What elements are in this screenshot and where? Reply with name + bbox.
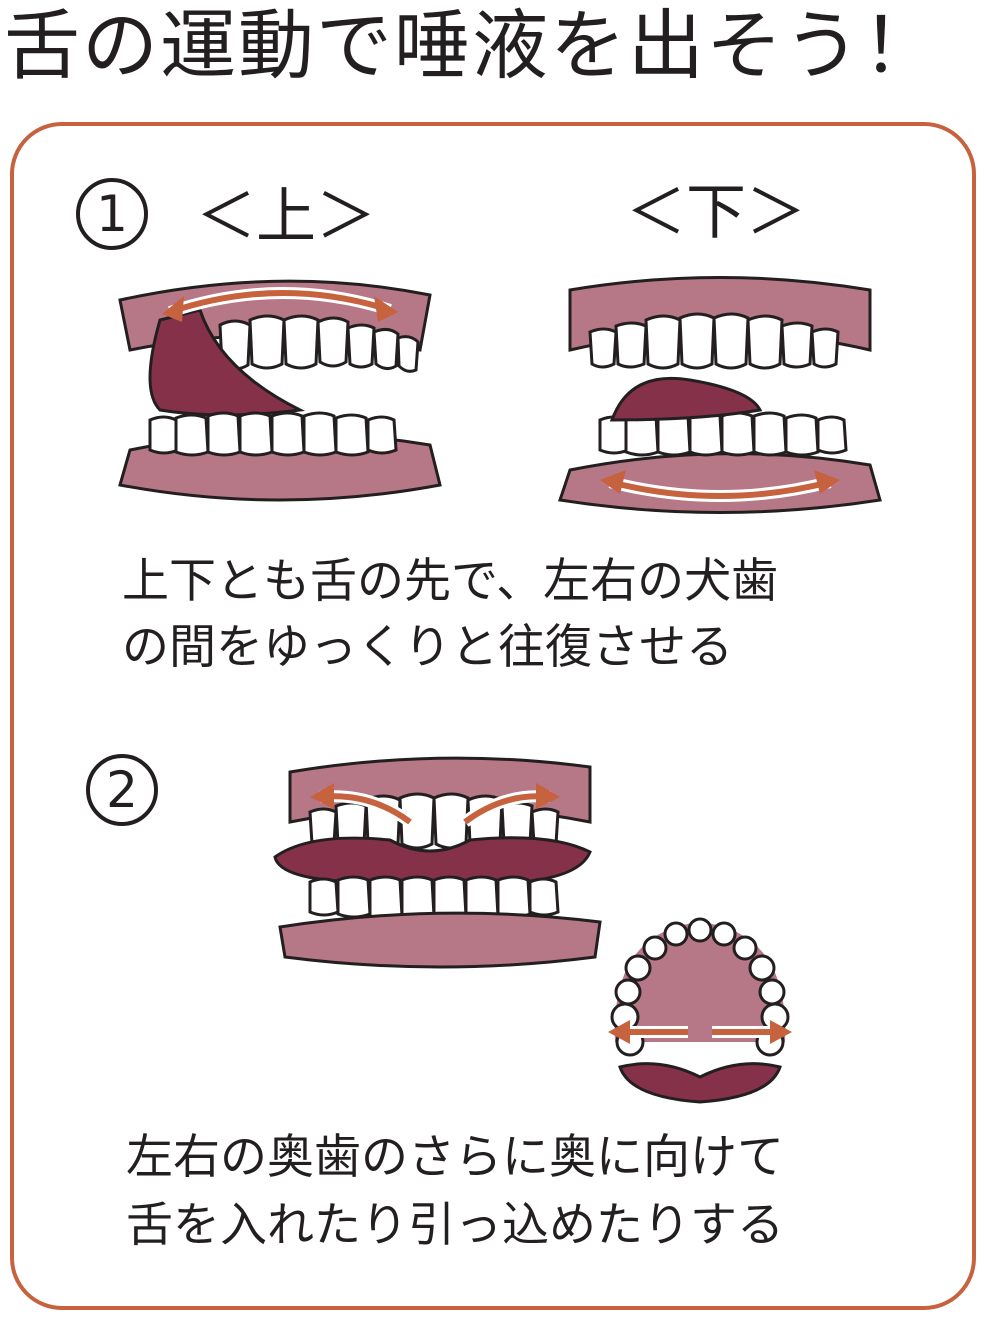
page-title: 舌の運動で唾液を出そう！: [4, 1, 940, 90]
step-1-label-down: ＜下＞: [626, 178, 806, 248]
top-view-jaw-illustration: [608, 917, 792, 1104]
step-2-number: 2: [86, 754, 158, 826]
step-1-number: 1: [76, 178, 148, 250]
upper-teeth-tongue-illustration: [118, 279, 442, 502]
step-2-description-line-1: 左右の奥歯のさらに奥に向けて: [126, 1130, 784, 1185]
step-1-label-up: ＜上＞: [196, 182, 376, 252]
instruction-panel: [10, 122, 976, 1310]
step-1-description-line-1: 上下とも舌の先で、左右の犬歯: [122, 554, 779, 609]
step-1-description-line-2: の間をゆっくりと往復させる: [122, 620, 733, 675]
back-teeth-tongue-illustration: [273, 756, 602, 969]
lower-teeth-tongue-illustration: [558, 276, 882, 514]
step-2-description-line-2: 舌を入れたり引っ込めたりする: [126, 1198, 784, 1253]
